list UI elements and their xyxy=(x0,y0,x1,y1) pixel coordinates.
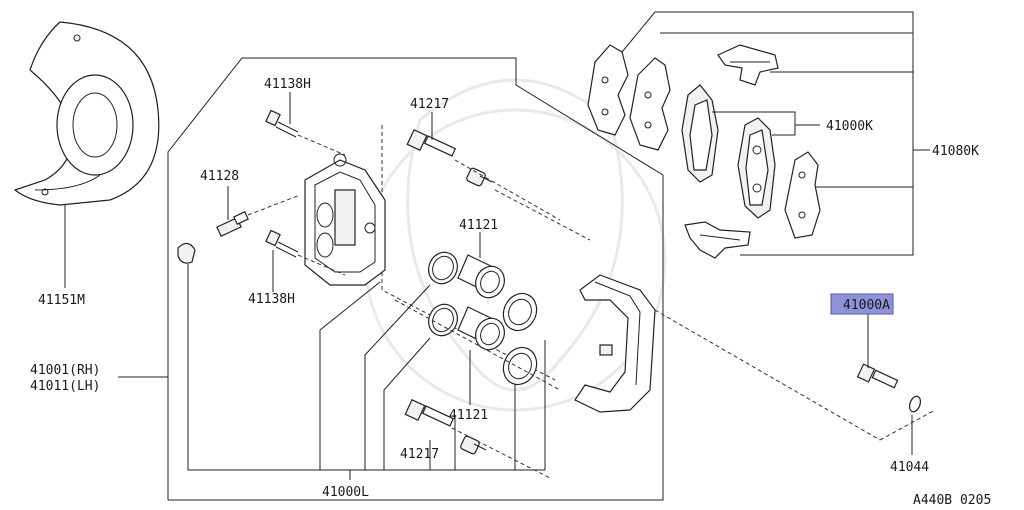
figure-code: A440B 0205 xyxy=(913,493,991,508)
bleeder-screw[interactable] xyxy=(216,211,249,237)
label-41217-bottom[interactable]: 41217 xyxy=(400,447,439,462)
pin-boot-bottom[interactable] xyxy=(460,435,487,455)
label-41001-rh[interactable]: 41001(RH) xyxy=(30,363,100,378)
label-41000a[interactable]: 41000A xyxy=(843,298,890,313)
slide-pin-top[interactable] xyxy=(406,128,457,157)
bleeder-cap[interactable] xyxy=(177,242,196,264)
selected-part-highlight[interactable] xyxy=(830,293,894,315)
label-41138h-mid[interactable]: 41138H xyxy=(248,292,295,307)
slide-pin-bottom[interactable] xyxy=(404,398,455,427)
pad-retainer-bottom[interactable] xyxy=(684,221,751,259)
pad-retainer-top[interactable] xyxy=(717,44,779,86)
label-41121-top[interactable]: 41121 xyxy=(459,218,498,233)
brake-pad-inner[interactable] xyxy=(737,117,776,219)
label-41000l[interactable]: 41000L xyxy=(322,485,369,500)
label-41011-lh[interactable]: 41011(LH) xyxy=(30,379,100,394)
piston-boot-upper[interactable] xyxy=(497,288,542,336)
caliper-bracket[interactable] xyxy=(574,274,656,413)
pin-boot-top[interactable] xyxy=(466,167,493,187)
label-41080k[interactable]: 41080K xyxy=(932,144,979,159)
bolt-41138h-top[interactable] xyxy=(265,109,299,138)
label-41128[interactable]: 41128 xyxy=(200,169,239,184)
pad-kit-frame xyxy=(621,11,914,256)
piston-seal-upper[interactable] xyxy=(424,248,463,289)
piston-boot-lower[interactable] xyxy=(497,342,542,390)
piston-lower[interactable] xyxy=(457,306,509,354)
label-41000k[interactable]: 41000K xyxy=(826,119,873,134)
caliper-assy-frame xyxy=(167,57,664,501)
piston-upper[interactable] xyxy=(457,254,509,302)
label-41121-bottom[interactable]: 41121 xyxy=(449,408,488,423)
piston-seal-lower[interactable] xyxy=(424,300,463,341)
pad-shim-outer-1[interactable] xyxy=(587,44,629,136)
caliper-body[interactable] xyxy=(304,153,386,286)
bolt-41138h-mid[interactable] xyxy=(265,229,299,258)
pad-shim-outer-2[interactable] xyxy=(629,57,671,151)
mounting-bolt[interactable] xyxy=(856,363,899,389)
lock-clip[interactable] xyxy=(908,395,923,413)
label-41138h-top[interactable]: 41138H xyxy=(264,77,311,92)
label-41217-top[interactable]: 41217 xyxy=(410,97,449,112)
pad-shim-inner[interactable] xyxy=(784,151,821,239)
dust-shield[interactable] xyxy=(13,21,160,206)
brake-pad-outer[interactable] xyxy=(681,84,719,183)
label-41044[interactable]: 41044 xyxy=(890,460,929,475)
label-41151m[interactable]: 41151M xyxy=(38,293,85,308)
